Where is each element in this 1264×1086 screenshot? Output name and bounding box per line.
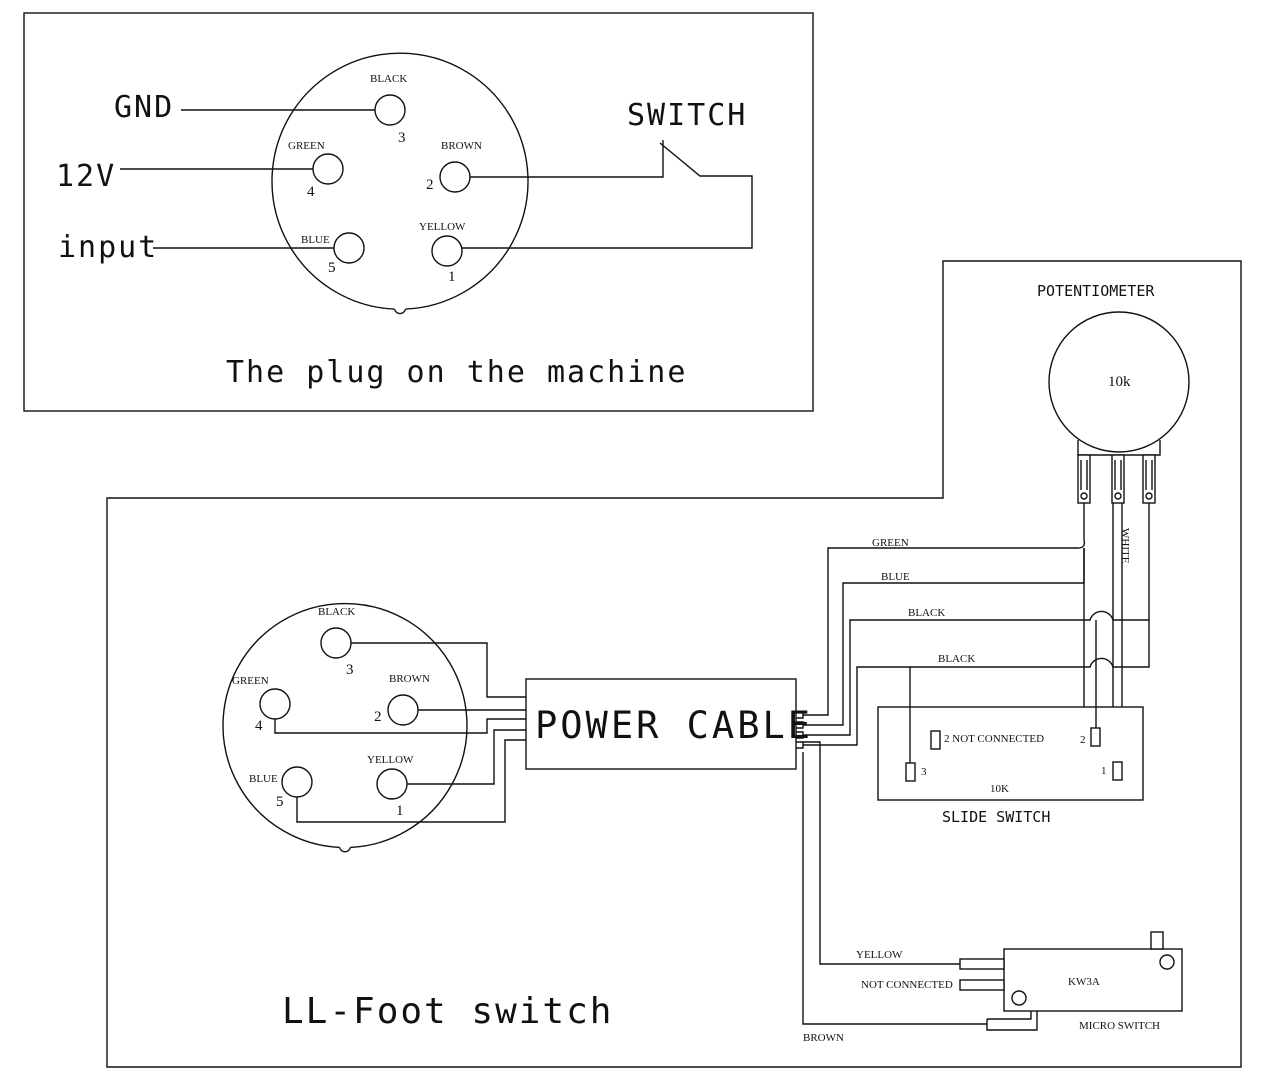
yellow-wire-micro (803, 741, 960, 965)
micro-switch-title: MICRO SWITCH (1079, 1020, 1160, 1032)
machine-pin-green (312, 153, 344, 185)
foot-pin-brown-num: 2 (374, 709, 382, 725)
black-wire-1 (803, 503, 1150, 736)
machine-pin-black (374, 94, 406, 126)
foot-pin-black-num: 3 (346, 662, 354, 678)
machine-plug-title: The plug on the machine (226, 355, 687, 390)
foot-pin-black (320, 627, 352, 659)
foot-pin-black-label: BLACK (318, 606, 355, 618)
micro-switch-model: KW3A (1068, 976, 1100, 988)
foot-pin-green-num: 4 (255, 718, 263, 734)
foot-connector-outline (222, 602, 468, 849)
machine-pin-blue-num: 5 (328, 260, 336, 276)
green-wire-label: GREEN (872, 537, 909, 549)
machine-pin-yellow-num: 1 (448, 269, 456, 285)
yellow-wire-label: YELLOW (856, 949, 903, 961)
potentiometer-title: POTENTIOMETER (1037, 282, 1155, 300)
machine-pin-yellow (431, 235, 463, 267)
slide-pin-1-label: 1 (1101, 765, 1107, 777)
slide-switch-value: 10K (990, 783, 1009, 795)
blue-wire-label: BLUE (881, 571, 910, 583)
switch-label: SWITCH (627, 98, 747, 133)
slide-switch-box (877, 706, 1144, 801)
foot-pin-yellow-num: 1 (396, 803, 404, 819)
brown-wire-micro (802, 752, 987, 1025)
foot-pin-yellow (376, 768, 408, 800)
foot-pin-blue-label: BLUE (249, 773, 278, 785)
machine-plug-panel: BLACK GREEN BROWN BLUE YELLOW 3 4 2 5 1 … (23, 12, 814, 412)
foot-pin-green (259, 688, 291, 720)
machine-pin-brown (439, 161, 471, 193)
foot-switch-title: LL-Foot switch (282, 991, 613, 1032)
switch-circuit-wire (462, 140, 753, 249)
machine-pin-blue-label: BLUE (301, 234, 330, 246)
machine-pin-black-label: BLACK (370, 73, 407, 85)
power-cable-label: POWER CABLE (535, 704, 813, 747)
blue-wire (803, 548, 1085, 726)
machine-pin-green-label: GREEN (288, 140, 325, 152)
potentiometer-value: 10k (1108, 374, 1131, 390)
machine-connector-outline (271, 52, 529, 310)
slide-switch-title: SLIDE SWITCH (942, 808, 1050, 826)
slide-pin-2-label: 2 (1080, 734, 1086, 746)
foot-pin-blue (281, 766, 313, 798)
foot-pin-blue-num: 5 (276, 794, 284, 810)
slide-pin-2-note: 2 NOT CONNECTED (944, 733, 1044, 745)
machine-pin-black-num: 3 (398, 130, 406, 146)
white-wire-label: WHITE (1119, 528, 1131, 564)
gnd-label: GND (114, 90, 174, 125)
black-wire-1-label: BLACK (908, 607, 945, 619)
machine-pin-yellow-label: YELLOW (419, 221, 466, 233)
potentiometer (1048, 311, 1190, 453)
foot-pin-green-label: GREEN (232, 675, 269, 687)
foot-pin-brown (387, 694, 419, 726)
foot-pin-brown-label: BROWN (389, 673, 430, 685)
machine-pin-blue (333, 232, 365, 264)
machine-pin-brown-num: 2 (426, 177, 434, 193)
black-wire-2-label: BLACK (938, 653, 975, 665)
v12-label: 12V (56, 159, 116, 194)
input-label: input (58, 230, 158, 265)
not-connected-label: NOT CONNECTED (861, 979, 953, 991)
slide-pin-3-label: 3 (921, 766, 927, 778)
machine-pin-green-num: 4 (307, 184, 315, 200)
power-cable-box (525, 678, 797, 770)
brown-wire-label: BROWN (803, 1032, 844, 1044)
black-wire-2 (803, 620, 1150, 746)
potentiometer-terminals (1077, 454, 1156, 504)
foot-switch-panel: BLACK GREEN BROWN BLUE YELLOW 3 4 2 5 1 … (106, 260, 1242, 1068)
machine-pin-brown-label: BROWN (441, 140, 482, 152)
foot-pin-yellow-label: YELLOW (367, 754, 414, 766)
